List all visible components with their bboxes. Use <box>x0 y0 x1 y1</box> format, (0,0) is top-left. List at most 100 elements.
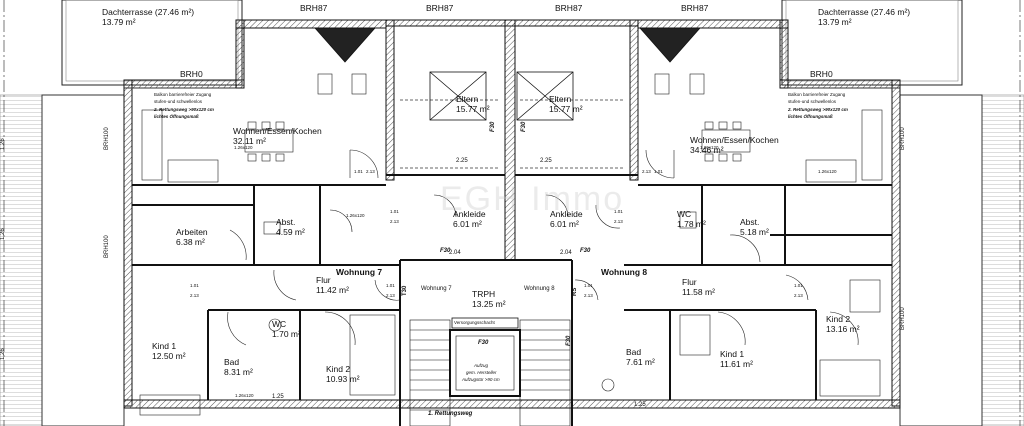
brh0-label-left: BRH0 <box>180 69 203 79</box>
fire-rating: F30 <box>566 335 572 346</box>
window-tag: 1.26x120 <box>234 145 253 150</box>
room-name: TRPH <box>472 289 496 299</box>
door-swings <box>227 149 859 346</box>
elevator-label: Aufzug <box>474 363 489 368</box>
room-name: WC <box>272 319 287 329</box>
fire-rating: F30 <box>440 248 451 254</box>
dimension: 2.04 <box>449 250 461 256</box>
brh-label: BRH87 <box>300 3 328 13</box>
room-name: Flur <box>316 275 331 285</box>
dimension: 1.25 <box>272 394 284 400</box>
balcony-note-right: lichtes Öffnungsmaß <box>788 114 833 119</box>
room-name: Flur <box>682 277 697 287</box>
balcony-note-right: Balkon barrierefreier Zugang <box>788 92 846 97</box>
railing-left <box>0 94 43 426</box>
balcony-note-left: 2. Rettungsweg >90x120 cm <box>154 107 214 112</box>
door-rating: RS <box>572 287 578 296</box>
door-tag: 1.01 <box>354 169 363 174</box>
apartment-door-label: Wohnung 7 <box>421 286 452 292</box>
door-tag: 1.01 <box>614 209 623 214</box>
elevator-shaft <box>449 317 521 397</box>
fire-rating: F30 <box>521 121 527 132</box>
door-tag: 2.13 <box>794 293 803 298</box>
door-tag: 1.01 <box>654 169 663 174</box>
side-dimension: 1.26 <box>0 228 6 240</box>
room-area: 7.61 m² <box>626 357 655 367</box>
side-dimension: 1.26 <box>0 348 6 360</box>
dimension: 1.25 <box>634 402 646 408</box>
exterior-walls <box>123 19 901 409</box>
elevator-label: gem. Hersteller <box>466 370 497 375</box>
room-area: 32.11 m² <box>233 136 266 146</box>
room-area: 1.70 m² <box>272 329 301 339</box>
room-name: Kind 2 <box>326 364 351 374</box>
balcony-note-left: Balkon barrierefreier Zugang <box>154 92 212 97</box>
room-name: Wohnen/Essen/Kochen <box>233 126 322 136</box>
room-name: Eltern <box>456 94 479 104</box>
door-tag: 2.13 <box>390 219 399 224</box>
stairwell <box>409 319 571 426</box>
room-area: 12.50 m² <box>152 351 186 361</box>
watermark: EGH Immo <box>440 180 625 218</box>
room-name: Kind 1 <box>152 341 177 351</box>
brh-label: BRH87 <box>426 3 454 13</box>
apartment-door-label: Wohnung 8 <box>524 286 555 292</box>
side-dimension: 1.26 <box>0 138 6 150</box>
dimension: 2.25 <box>540 158 552 164</box>
door-tag: 1.01 <box>794 283 803 288</box>
window-tag: 1.26x120 <box>818 169 837 174</box>
terrace-left-area: 13.79 m² <box>102 17 136 27</box>
brh100-label: BRH100 <box>900 307 906 330</box>
elevator-label: Aufzugstür >90 cm <box>462 377 500 382</box>
door-tag: 1.01 <box>390 209 399 214</box>
room-area: 11.61 m² <box>720 359 753 369</box>
terrace-left-name: Dachterrasse (27.46 m²) <box>102 7 195 17</box>
room-area: 5.18 m² <box>740 227 769 237</box>
window-tag: 1.26x120 <box>346 213 365 218</box>
room-name: Abst. <box>276 217 296 227</box>
room-area: 8.31 m² <box>224 367 253 377</box>
window-tag: 1.26x120 <box>700 145 719 150</box>
balcony-note-left: stufen-und schwellenlos <box>154 99 203 104</box>
shaft-label: Versorgungsschacht <box>454 320 495 325</box>
door-tag: 1.01 <box>190 283 199 288</box>
room-area: 6.01 m² <box>453 219 482 229</box>
room-area: 1.78 m² <box>677 219 706 229</box>
brh100-label: BRH100 <box>104 235 110 258</box>
balcony-note-right: stufen-und schwellenlos <box>788 99 837 104</box>
apartment-label: Wohnung 7 <box>336 267 383 277</box>
skylights <box>429 71 574 121</box>
overhead-lines <box>400 99 625 169</box>
room-area: 6.01 m² <box>550 219 579 229</box>
brh100-label: BRH100 <box>104 127 110 150</box>
door-tag: 2.13 <box>190 293 199 298</box>
balcony-left <box>41 94 125 426</box>
terrace-right-area: 13.79 m² <box>818 17 852 27</box>
railing-right <box>981 94 1024 426</box>
brh100-label: BRH100 <box>900 127 906 150</box>
room-area: 15.77 m² <box>549 104 583 114</box>
balcony-right <box>899 94 983 426</box>
brh-label: BRH87 <box>555 3 583 13</box>
window-tag: 1.26x120 <box>235 393 254 398</box>
door-tag: 1.01 <box>584 283 593 288</box>
room-name: Wohnen/Essen/Kochen <box>690 135 779 145</box>
fire-rating: F30 <box>490 121 496 132</box>
furniture <box>139 73 883 416</box>
room-name: Ankleide <box>453 209 486 219</box>
party-wall <box>504 19 516 261</box>
fire-rating: F30 <box>580 248 591 254</box>
door-tag: 2.13 <box>614 219 623 224</box>
room-area: 4.59 m² <box>276 227 305 237</box>
terrace-right-name: Dachterrasse (27.46 m²) <box>818 7 911 17</box>
door-tag: 2.13 <box>366 169 375 174</box>
room-area: 6.38 m² <box>176 237 205 247</box>
room-area: 10.93 m² <box>326 374 360 384</box>
dimension: 2.25 <box>456 158 468 164</box>
room-area: 34.46 m² <box>690 145 724 155</box>
room-name: Abst. <box>740 217 760 227</box>
apartment-label: Wohnung 8 <box>601 267 648 277</box>
room-name: Kind 1 <box>720 349 745 359</box>
balcony-note-right: 2. Rettungsweg >90x120 cm <box>788 107 848 112</box>
